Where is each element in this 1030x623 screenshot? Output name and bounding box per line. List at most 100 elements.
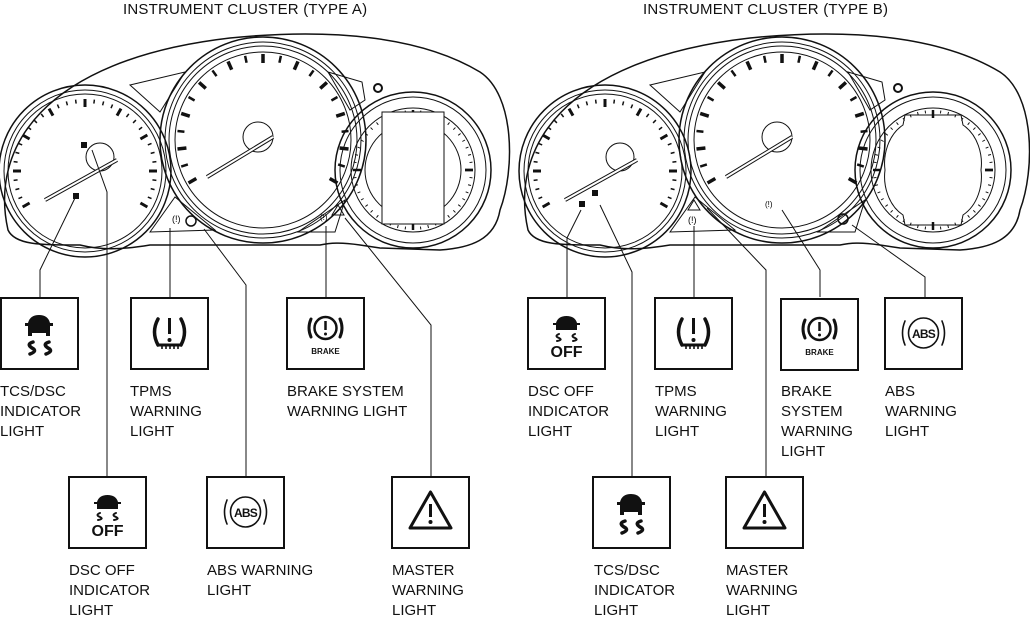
abs-label-b: ABS WARNING LIGHT	[885, 383, 957, 440]
gauge-tick	[672, 160, 677, 163]
gauge-tick	[880, 139, 884, 142]
gauge-tick	[541, 201, 551, 209]
gauge-tick	[197, 81, 207, 90]
master-indicator	[687, 199, 701, 211]
gauge-tick	[74, 99, 77, 104]
gauge-tick	[874, 184, 879, 187]
bezel-tray	[296, 198, 346, 233]
gauge-tick	[696, 129, 704, 133]
gauge-tick	[667, 142, 672, 146]
gauge-tick	[365, 133, 369, 136]
master-warning-label-a: MASTER WARNING LIGHT	[392, 562, 464, 619]
gauge-center-a	[159, 36, 367, 244]
bezel-panel	[648, 71, 707, 113]
gauge-tick	[553, 119, 558, 124]
tcs-dsc-icon	[617, 494, 645, 535]
abs-icon: ABS	[901, 317, 946, 349]
gauge-tick	[706, 95, 715, 102]
gauge-tick	[452, 127, 456, 131]
gauge-right-a	[334, 91, 492, 249]
gauge-tick	[365, 204, 369, 207]
gauge-tick	[376, 214, 379, 218]
knob-icon	[893, 83, 903, 93]
gauge-tick	[467, 153, 472, 156]
gauge-tick	[21, 201, 31, 209]
gauge-tick	[243, 55, 248, 63]
gauge-tick	[797, 55, 802, 63]
gauge-tick	[15, 151, 20, 155]
svg-text:ABS: ABS	[234, 506, 258, 520]
gauge-tick	[110, 104, 114, 109]
gauge-tick	[847, 176, 858, 185]
gauge-tick	[967, 214, 970, 218]
gauge-tick	[916, 224, 919, 229]
gauge-tick	[947, 111, 950, 116]
svg-text:OFF: OFF	[92, 523, 124, 540]
gauge-tick	[465, 146, 469, 149]
gauge-tick	[547, 126, 552, 131]
gauge-tick	[896, 214, 899, 218]
gauge-tick	[452, 209, 456, 213]
gauge-tick	[670, 151, 675, 155]
gauge-tick	[354, 153, 359, 156]
gauge-tick	[849, 95, 858, 102]
gauge-tick	[370, 209, 374, 213]
gauge-tick	[670, 187, 675, 191]
gauge-tick	[535, 187, 540, 191]
abs-box-a: ABS	[206, 476, 285, 549]
gauge-tick	[180, 163, 189, 168]
gauge-tick	[985, 191, 989, 194]
gauge-tick	[885, 133, 889, 136]
tpms-indicator: (!)	[688, 215, 697, 225]
master-warning-icon	[408, 490, 453, 530]
cluster-type-b: (!) (!)	[518, 33, 1030, 480]
master-indicator	[331, 204, 345, 216]
gauge-tick	[132, 119, 137, 124]
gauge-tick	[27, 126, 32, 131]
gauge-tick	[659, 133, 669, 141]
gauge-tick	[211, 69, 218, 77]
gauge-tick	[177, 129, 185, 133]
svg-text:ABS: ABS	[912, 327, 936, 341]
gauge-tick	[370, 127, 374, 131]
bezel-tray	[816, 198, 866, 233]
tcs-dsc-box-b	[592, 476, 671, 549]
gauge-tick	[838, 81, 848, 90]
gauge-tick	[860, 129, 868, 133]
abs-icon: ABS	[223, 496, 268, 528]
gauge-tick	[360, 198, 364, 201]
tpms-box-b	[654, 297, 733, 370]
gauge-ticks	[873, 110, 993, 230]
gauge-tick	[762, 55, 767, 63]
svg-text:BRAKE: BRAKE	[311, 347, 340, 356]
tcs-indicator	[73, 193, 79, 199]
dsc-off-label-a: DSC OFF INDICATOR LIGHT	[69, 562, 151, 619]
tcs-dsc-label-b: TCS/DSC INDICATOR LIGHT	[594, 562, 676, 619]
gauge-tick	[147, 142, 152, 146]
title-type-b: INSTRUMENT CLUSTER (TYPE B)	[643, 1, 889, 18]
gauge-tick	[696, 146, 706, 151]
gauge-ticks	[177, 54, 349, 185]
gauge-tick	[187, 95, 196, 102]
gauge-tick	[896, 122, 899, 126]
gauge-tick	[150, 187, 155, 191]
gauge-tick	[47, 107, 55, 117]
brake-box-b: BRAKE	[780, 298, 859, 371]
gauge-tick	[292, 60, 300, 71]
gauge-tick	[376, 122, 379, 126]
gauge-tick	[885, 204, 889, 207]
gauge-tick	[594, 99, 597, 104]
gauge-tick	[180, 111, 191, 118]
dsc-off-icon: OFF	[551, 316, 583, 361]
gauge-tick	[115, 107, 123, 117]
gauge-tick	[541, 133, 551, 141]
bezel-tray	[669, 196, 737, 233]
bezel-tray	[149, 196, 217, 233]
gauge-tick	[457, 133, 461, 136]
gauge-tick	[533, 179, 538, 182]
tcs-dsc-indicator-box-a	[0, 297, 79, 370]
tcs-indicator	[592, 190, 598, 196]
gauge-tick	[827, 69, 834, 77]
gauge-tick	[427, 224, 430, 229]
gauge-tick	[977, 204, 981, 207]
